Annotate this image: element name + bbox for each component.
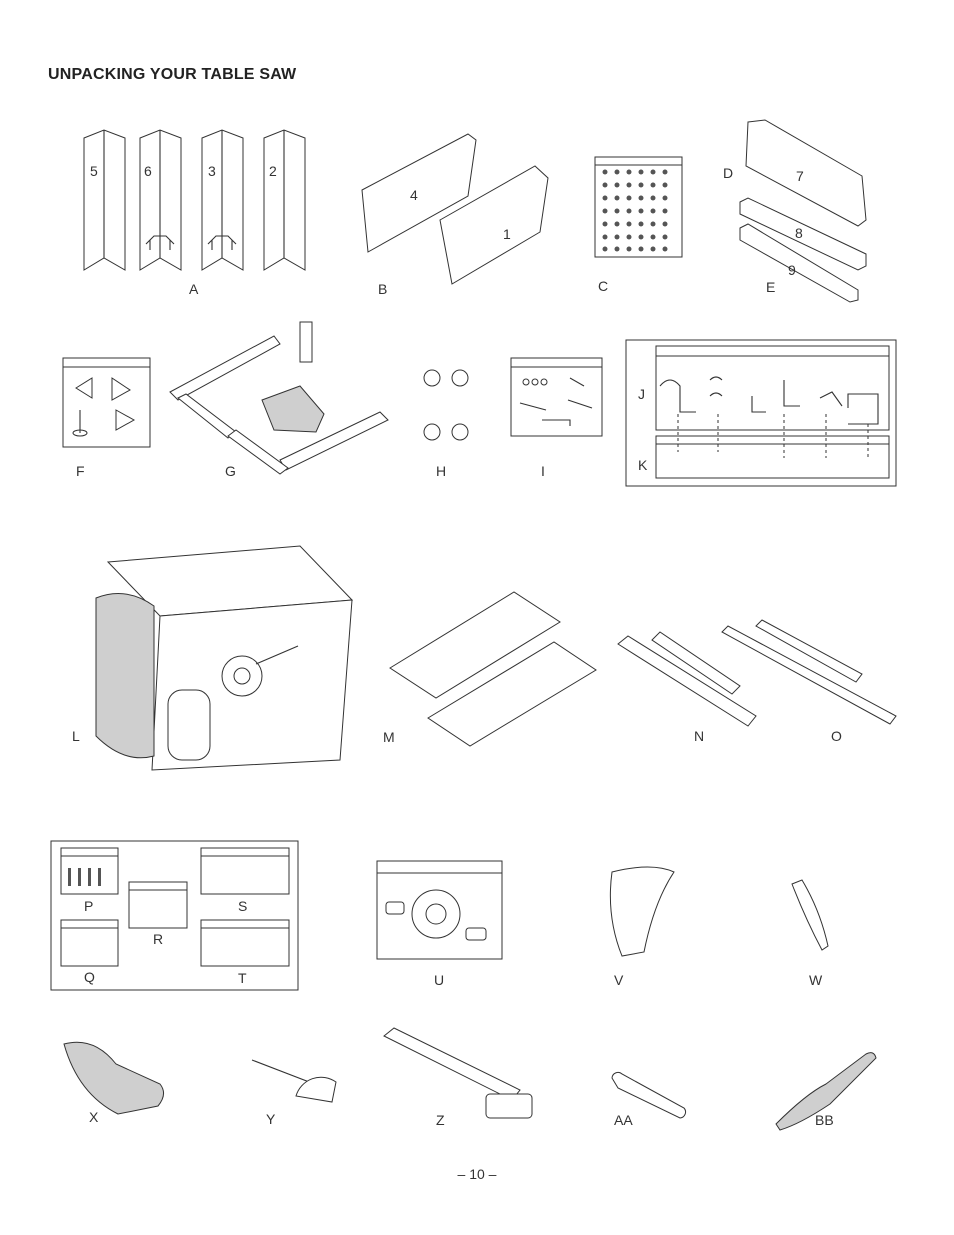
push-stick-illustration bbox=[775, 1052, 877, 1131]
hardware-pack-pt bbox=[50, 840, 299, 991]
riving-knife-illustration bbox=[791, 879, 829, 951]
extension-tables-illustration bbox=[389, 591, 597, 747]
label-v: V bbox=[614, 972, 624, 988]
label-a: A bbox=[189, 281, 199, 297]
label-l: L bbox=[72, 728, 80, 744]
part-number-8: 8 bbox=[795, 225, 803, 241]
blade-guard-illustration bbox=[609, 866, 675, 957]
label-x: X bbox=[89, 1109, 99, 1125]
part-number-4: 4 bbox=[410, 187, 418, 203]
part-number-2: 2 bbox=[269, 163, 277, 179]
label-p: P bbox=[84, 898, 94, 914]
part-number-7: 7 bbox=[796, 168, 804, 184]
label-f: F bbox=[76, 463, 85, 479]
leg-5 bbox=[83, 129, 126, 271]
page-number: – 10 – bbox=[457, 1166, 497, 1182]
page-title: UNPACKING YOUR TABLE SAW bbox=[48, 66, 297, 83]
label-k: K bbox=[638, 457, 648, 473]
label-t: T bbox=[238, 970, 247, 986]
label-u: U bbox=[434, 972, 445, 988]
extension-rails-illustration bbox=[617, 619, 897, 727]
legs-illustration bbox=[83, 129, 306, 271]
label-b: B bbox=[378, 281, 388, 297]
label-e: E bbox=[766, 279, 776, 295]
part-number-3: 3 bbox=[208, 163, 216, 179]
push-handle-illustration bbox=[63, 1041, 164, 1115]
leg-2 bbox=[263, 129, 306, 271]
label-d: D bbox=[723, 165, 734, 181]
label-g: G bbox=[225, 463, 236, 479]
braces-illustration bbox=[361, 133, 549, 285]
label-h: H bbox=[436, 463, 447, 479]
leg-3 bbox=[201, 129, 244, 271]
label-j: J bbox=[638, 386, 645, 402]
label-c: C bbox=[598, 278, 609, 294]
leg-6 bbox=[139, 129, 182, 271]
wrench-illustration bbox=[611, 1071, 687, 1119]
part-number-5: 5 bbox=[90, 163, 98, 179]
part-number-6: 6 bbox=[144, 163, 152, 179]
bolt-pack-c bbox=[594, 156, 683, 258]
saw-body-illustration bbox=[95, 545, 354, 771]
foot-pack-f bbox=[62, 357, 151, 448]
label-n: N bbox=[694, 728, 705, 744]
part-number-9: 9 bbox=[788, 262, 796, 278]
label-i: I bbox=[541, 463, 545, 479]
knob-pack-u bbox=[376, 860, 503, 960]
casters-illustration bbox=[423, 369, 469, 441]
label-w: W bbox=[809, 972, 823, 988]
label-o: O bbox=[831, 728, 842, 744]
part-number-1: 1 bbox=[503, 226, 511, 242]
pins-pack-i bbox=[510, 357, 603, 437]
label-m: M bbox=[383, 729, 395, 745]
rip-fence-illustration bbox=[383, 1027, 533, 1119]
frame-illustration bbox=[169, 321, 389, 475]
label-z: Z bbox=[436, 1112, 445, 1128]
label-s: S bbox=[238, 898, 248, 914]
label-q: Q bbox=[84, 969, 95, 985]
label-aa: AA bbox=[614, 1112, 633, 1128]
label-y: Y bbox=[266, 1111, 276, 1127]
rails-illustration bbox=[739, 119, 867, 303]
bracket-pack-jk bbox=[625, 339, 897, 487]
label-bb: BB bbox=[815, 1112, 834, 1128]
label-r: R bbox=[153, 931, 164, 947]
miter-gauge-illustration bbox=[251, 1059, 337, 1103]
